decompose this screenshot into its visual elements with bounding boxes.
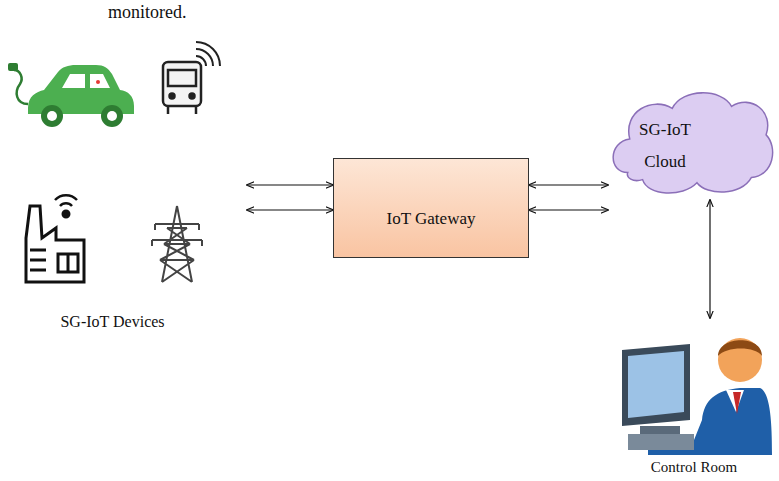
device-group: SG-IoT Devices [0,40,247,340]
text-fragment: monitored. [108,2,187,23]
box-title: IoT Gateway [334,209,528,229]
double-arrow [709,200,710,318]
node-label: Control Room [614,458,774,476]
double-arrow [247,209,333,210]
factory-icon [26,195,84,282]
control-room-group: Control Room [614,318,774,478]
bus-icon [163,42,220,114]
electric-car-icon [8,63,134,127]
double-arrow [247,184,333,185]
node-label: SG-IoT Devices [0,312,225,331]
double-arrow [529,209,608,210]
cloud-shape: SG-IoT Cloud [608,86,776,200]
node-label: SG-IoT Cloud [622,114,708,178]
operator-icon [622,338,772,455]
cloud-outline [608,86,776,200]
gateway-box: IoT Gateway [333,158,529,258]
transmission-tower-icon [152,206,202,282]
double-arrow [529,184,608,185]
